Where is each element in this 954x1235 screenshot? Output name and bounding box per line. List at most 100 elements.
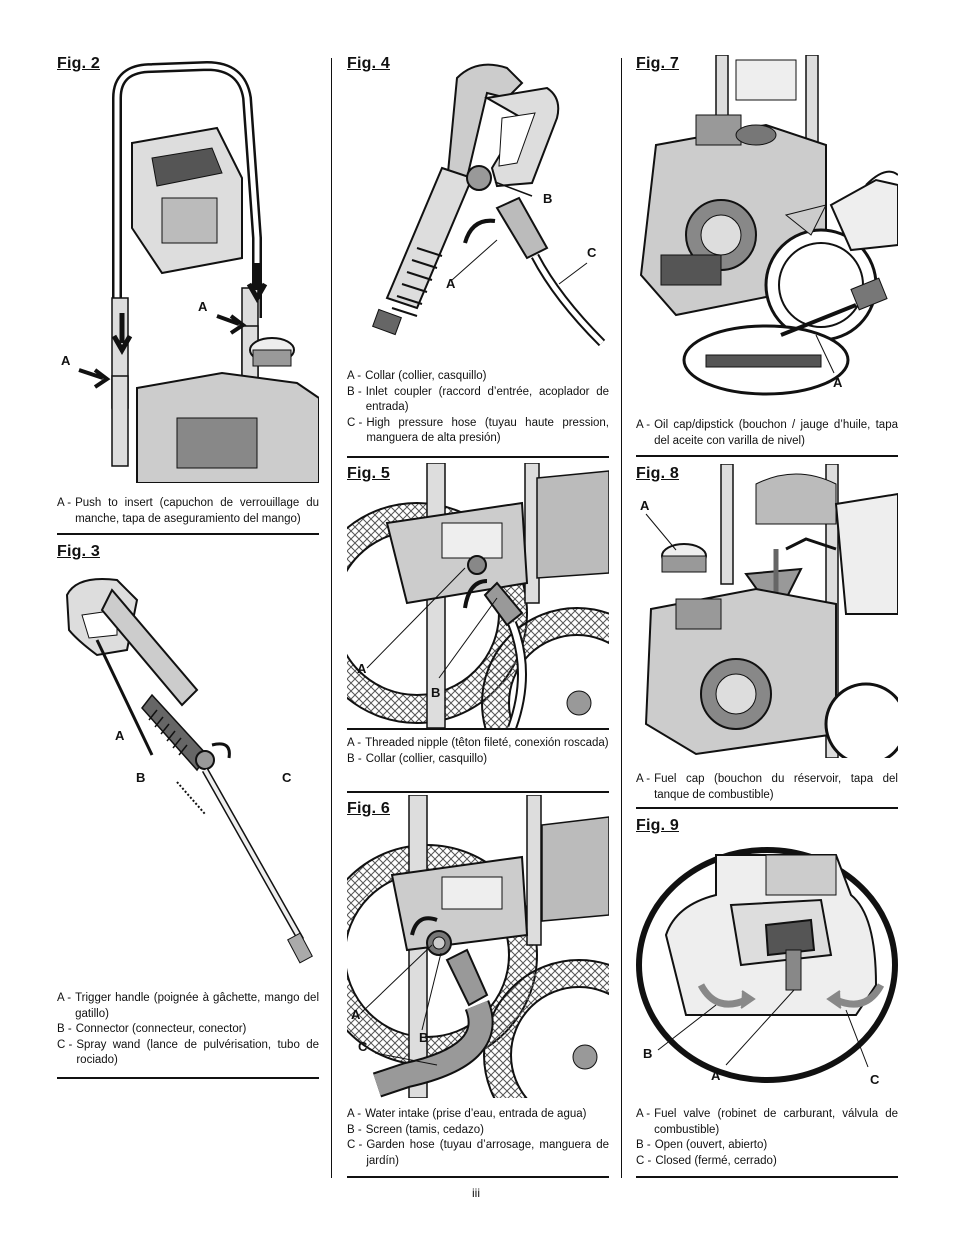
fig6-callout-a: A [351, 1007, 361, 1022]
fig5-pump-threaded-nipple-drawing [347, 463, 609, 728]
fig4-legend-text: Inlet coupler (raccord d’entrée, acoplad… [365, 385, 609, 414]
fig5-bottom-rule [347, 791, 609, 793]
fig9-legend: A - Fuel valve (robinet de carburant, vá… [636, 1107, 898, 1169]
fig3-callout-a: A [115, 728, 125, 743]
fig6-legend-text: Screen (tamis, cedazo) [365, 1123, 484, 1136]
fig5-legend-key: B - [347, 752, 362, 765]
fig3-legend-item: B - Connector (connecteur, conector) [57, 1022, 319, 1038]
fig3-title: Fig. 3 [57, 543, 100, 560]
fig9-callout-c: C [870, 1072, 880, 1087]
fig8-legend-item: A - Fuel cap (bouchon du réservoir, tapa… [636, 772, 898, 803]
page-number: iii [472, 1186, 480, 1200]
fig3-legend-key: B - [57, 1023, 72, 1035]
fig2-legend-key: A - [57, 497, 72, 509]
fig8-illustration [636, 464, 898, 758]
column-divider-right [621, 58, 622, 1178]
fig9-legend-key: A - [636, 1108, 651, 1120]
fig2-title: Fig. 2 [57, 55, 100, 72]
fig5-callout-a: A [357, 661, 367, 676]
fig3-bottom-rule [57, 1077, 319, 1079]
fig7-legend-key: A - [636, 419, 651, 431]
fig9-illustration [636, 845, 898, 1095]
fig6-legend-item: A - Water intake (prise d’eau, entrada d… [347, 1107, 609, 1123]
column-divider-left [331, 58, 332, 1178]
fig2-illustration [57, 58, 319, 483]
fig3-trigger-wand-drawing [65, 578, 313, 964]
fig4-inlet-coupler-drawing [372, 63, 606, 347]
fig6-legend-item: C - Garden hose (tuyau d’arrosage, mangu… [347, 1138, 609, 1169]
fig5-legend-text: Collar (collier, casquillo) [365, 752, 488, 765]
fig2-legend-item: A - Push to insert (capuchon de verrouil… [57, 496, 319, 527]
fig8-fuel-cap-drawing [644, 464, 898, 758]
fig9-legend-key: B - [636, 1139, 651, 1151]
fig6-illustration [347, 795, 609, 1098]
fig4-bottom-rule [347, 456, 609, 458]
fig9-legend-item: C - Closed (fermé, cerrado) [636, 1154, 898, 1170]
fig8-title: Fig. 8 [636, 465, 679, 482]
fig7-title: Fig. 7 [636, 55, 679, 72]
fig8-legend-text: Fuel cap (bouchon du réservoir, tapa del… [654, 773, 898, 801]
fig3-legend-key: C - [57, 1038, 73, 1051]
fig9-fuel-valve-drawing [636, 847, 898, 1083]
fig2-callout-a-left: A [61, 353, 71, 368]
fig6-callout-c: C [358, 1039, 368, 1054]
fig7-illustration [636, 55, 898, 400]
fig7-bottom-rule [636, 455, 898, 457]
fig3-legend-text: Trigger handle (poignée à gâchette, mang… [75, 992, 319, 1020]
fig7-callout-a: A [833, 375, 843, 390]
fig6-title: Fig. 6 [347, 800, 390, 817]
fig4-title: Fig. 4 [347, 55, 390, 72]
fig4-illustration [347, 58, 609, 358]
fig5-title: Fig. 5 [347, 465, 390, 482]
fig6-bottom-rule [347, 1176, 609, 1178]
fig6-legend-item: B - Screen (tamis, cedazo) [347, 1123, 609, 1139]
fig8-legend: A - Fuel cap (bouchon du réservoir, tapa… [636, 772, 898, 803]
fig4-callout-c: C [587, 245, 597, 260]
fig8-bottom-rule [636, 807, 898, 809]
fig4-legend-item: A - Collar (collier, casquillo) [347, 369, 609, 385]
fig5-legend-text: Threaded nipple (têton fileté, conexión … [365, 737, 609, 749]
fig5-legend-key: A - [347, 737, 362, 749]
fig6-legend: A - Water intake (prise d’eau, entrada d… [347, 1107, 609, 1169]
fig6-legend-text: Water intake (prise d’eau, entrada de ag… [365, 1108, 587, 1120]
fig2-callout-a-right: A [198, 299, 208, 314]
fig9-title: Fig. 9 [636, 817, 679, 834]
fig4-legend-text: Collar (collier, casquillo) [365, 370, 487, 382]
fig4-legend-item: C - High pressure hose (tuyau haute pres… [347, 416, 609, 447]
fig7-legend-item: A - Oil cap/dipstick (bouchon / jauge d’… [636, 418, 898, 449]
fig3-illustration [57, 570, 319, 980]
fig2-handle-assembly-drawing [78, 60, 319, 483]
fig4-legend-text: High pressure hose (tuyau haute pression… [366, 416, 609, 445]
fig2-bottom-rule [57, 533, 319, 535]
fig2-legend-text: Push to insert (capuchon de verrouillage… [75, 497, 319, 525]
fig6-callout-b: B [419, 1030, 429, 1045]
fig5-legend: A - Threaded nipple (têton fileté, conex… [347, 736, 609, 767]
fig3-legend-text: Spray wand (lance de pulvérisation, tubo… [76, 1038, 319, 1067]
fig4-legend-key: B - [347, 385, 362, 398]
fig9-bottom-rule [636, 1176, 898, 1178]
fig9-callout-a: A [711, 1068, 721, 1083]
fig3-legend-key: A - [57, 992, 72, 1004]
fig9-legend-item: B - Open (ouvert, abierto) [636, 1138, 898, 1154]
fig8-legend-key: A - [636, 773, 651, 785]
fig4-legend-key: A - [347, 370, 362, 382]
fig6-legend-key: C - [347, 1139, 363, 1151]
fig7-legend-text: Oil cap/dipstick (bouchon / jauge d’huil… [654, 419, 898, 447]
fig3-legend-text: Connector (connecteur, conector) [75, 1023, 247, 1035]
fig9-legend-text: Closed (fermé, cerrado) [655, 1154, 777, 1167]
fig3-callout-b: B [136, 770, 146, 785]
fig7-oil-dipstick-drawing [639, 55, 898, 396]
fig9-legend-text: Open (ouvert, abierto) [654, 1139, 768, 1151]
fig8-callout-a: A [640, 498, 650, 513]
fig3-callout-c: C [282, 770, 292, 785]
fig5-callout-b: B [431, 685, 441, 700]
fig4-legend-key: C - [347, 416, 363, 429]
fig3-legend-item: C - Spray wand (lance de pulvérisation, … [57, 1038, 319, 1069]
fig9-legend-text: Fuel valve (robinet de carburant, válvul… [654, 1108, 898, 1136]
fig4-callout-b: B [543, 191, 553, 206]
fig5-legend-item: B - Collar (collier, casquillo) [347, 752, 609, 768]
fig5-legend-item: A - Threaded nipple (têton fileté, conex… [347, 736, 609, 752]
fig5-illustration [347, 463, 609, 730]
fig6-legend-text: Garden hose (tuyau d’arrosage, manguera … [366, 1139, 609, 1167]
fig9-legend-item: A - Fuel valve (robinet de carburant, vá… [636, 1107, 898, 1138]
